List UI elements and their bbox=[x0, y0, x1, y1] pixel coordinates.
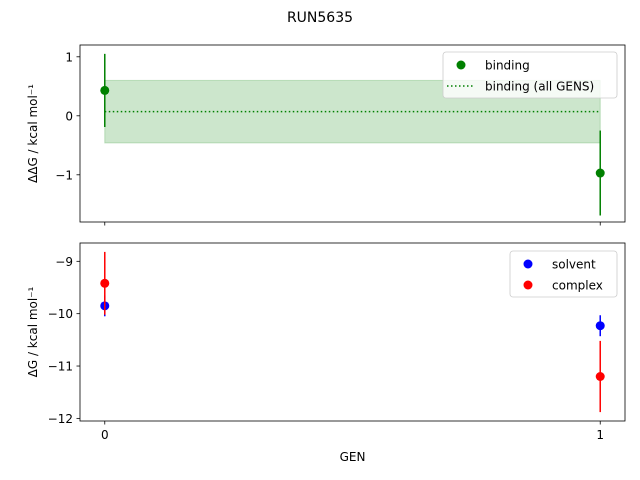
legend-label: complex bbox=[552, 279, 603, 293]
legend-label: binding (all GENS) bbox=[485, 80, 594, 94]
data-point bbox=[100, 278, 110, 288]
legend-marker bbox=[523, 259, 533, 269]
axes-frame bbox=[79, 44, 626, 223]
y-tick-label: −12 bbox=[48, 412, 73, 426]
data-point bbox=[595, 372, 605, 381]
y-tick-label: −11 bbox=[48, 360, 73, 374]
figure-title: RUN5635 bbox=[287, 10, 353, 26]
y-tick-label: −10 bbox=[48, 307, 73, 321]
y-tick-label: 0 bbox=[65, 109, 73, 123]
legend-label: solvent bbox=[552, 258, 596, 272]
y-axis-label: ΔΔG / kcal mol⁻¹ bbox=[26, 84, 40, 183]
data-point bbox=[595, 321, 605, 331]
y-tick-label: −1 bbox=[55, 168, 73, 182]
x-tick-label: 1 bbox=[596, 428, 604, 442]
axes-frame bbox=[79, 242, 626, 422]
x-tick-label: 0 bbox=[101, 428, 109, 442]
legend-box bbox=[442, 51, 618, 99]
legend-box bbox=[509, 250, 618, 298]
legend-marker bbox=[523, 280, 533, 290]
legend-marker bbox=[456, 60, 466, 70]
top-panel-binding-free-energy: 1 0 −1 ΔΔG / kcal mol⁻¹ binding binding (all … bbox=[26, 44, 626, 226]
legend: solvent complex bbox=[509, 250, 618, 298]
y-tick-label: −9 bbox=[55, 255, 73, 269]
legend: binding binding (all GENS) bbox=[442, 51, 618, 99]
legend-label: binding bbox=[485, 59, 530, 73]
data-point bbox=[100, 85, 110, 95]
x-axis-label: GEN bbox=[340, 450, 366, 464]
y-axis-label: ΔG / kcal mol⁻¹ bbox=[26, 286, 40, 377]
data-point bbox=[595, 168, 605, 178]
y-tick-label: 1 bbox=[65, 50, 73, 64]
